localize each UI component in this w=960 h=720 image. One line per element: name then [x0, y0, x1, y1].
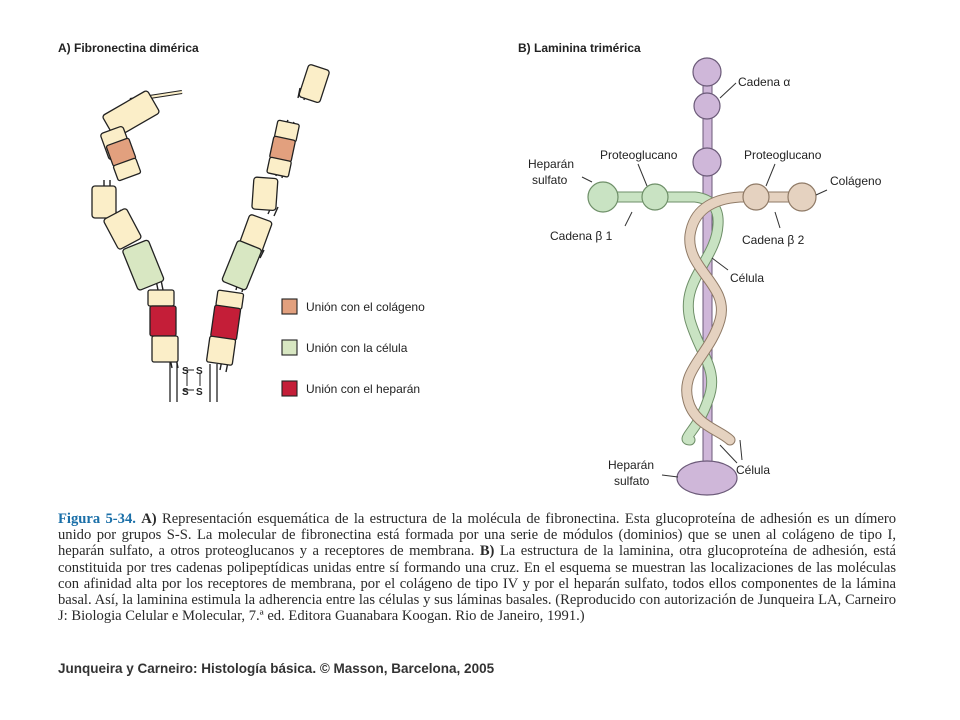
- fn-domain: [102, 90, 160, 139]
- fn-heparan-domain: [149, 305, 177, 337]
- ss-label: S: [196, 387, 203, 398]
- fibronectin-left-arm: [91, 90, 183, 369]
- legend-swatch-heparan: [281, 380, 298, 397]
- fn-domain: [147, 289, 175, 307]
- page-footer: Junqueira y Carneiro: Histología básica.…: [58, 661, 495, 676]
- ss-label: S: [196, 366, 203, 377]
- fn-cell-domain: [122, 239, 165, 291]
- label-beta1-chain: Cadena β 1: [550, 229, 613, 243]
- disulfide-bridge: S S S S: [169, 362, 218, 402]
- label-beta2-chain: Cadena β 2: [742, 233, 805, 247]
- label-alpha-chain: Cadena α: [738, 75, 790, 89]
- beta1-chain: [587, 181, 724, 446]
- fn-domain: [103, 208, 142, 250]
- fn-domain: [91, 185, 117, 219]
- label-heparan-bottom-1: Heparán: [608, 458, 654, 472]
- panel-a-title: A) Fibronectina dimérica: [58, 41, 199, 55]
- legend: Unión con el colágeno Unión con la célul…: [281, 298, 425, 397]
- label-heparan-bottom-2: sulfato: [614, 474, 650, 488]
- figure-caption: Figura 5-34. A) Representación esquemáti…: [58, 511, 896, 624]
- ss-label: S: [182, 366, 189, 377]
- legend-label-heparan: Unión con el heparán: [306, 382, 420, 396]
- fibronectin-diagram: S S S S Unión con el colágeno Unión con …: [91, 64, 425, 402]
- legend-label-cell: Unión con la célula: [306, 341, 408, 355]
- laminin-labels: Cadena α Proteoglucano Proteoglucano Hep…: [528, 75, 882, 488]
- caption-a-text: Representación esquemática de la estruct…: [58, 511, 896, 560]
- legend-swatch-collagen: [281, 298, 298, 315]
- fn-domain: [151, 335, 179, 363]
- caption-figure-label: Figura 5-34.: [58, 511, 136, 527]
- fn-cell-domain: [221, 240, 262, 291]
- label-proteoglycan-right: Proteoglucano: [744, 148, 822, 162]
- fn-domain: [298, 64, 330, 104]
- fn-domain: [112, 157, 142, 182]
- ss-label: S: [182, 387, 189, 398]
- fn-domain: [266, 156, 292, 178]
- caption-a-mark: A): [141, 511, 157, 527]
- laminin-diagram: Cadena α Proteoglucano Proteoglucano Hep…: [528, 57, 882, 496]
- legend-swatch-cell: [281, 339, 298, 356]
- label-heparan-top-2: sulfato: [532, 173, 568, 187]
- caption-b-text: La estructura de la laminina, otra gluco…: [58, 543, 896, 625]
- fn-domain: [251, 176, 279, 212]
- leader-lines: [581, 82, 828, 478]
- label-collagen: Colágeno: [830, 174, 882, 188]
- caption-b-mark: B): [479, 543, 495, 560]
- fibronectin-right-arm: [205, 64, 330, 373]
- beta2-chain: [681, 182, 817, 446]
- label-heparan-top-1: Heparán: [528, 157, 574, 171]
- label-proteoglycan-left: Proteoglucano: [600, 148, 678, 162]
- panel-b-title: B) Laminina trimérica: [518, 41, 641, 55]
- fn-domain: [205, 335, 237, 366]
- fn-heparan-domain: [210, 304, 242, 341]
- legend-label-collagen: Unión con el colágeno: [306, 300, 425, 314]
- label-cell-upper: Célula: [730, 271, 764, 285]
- label-cell-lower: Célula: [736, 463, 770, 477]
